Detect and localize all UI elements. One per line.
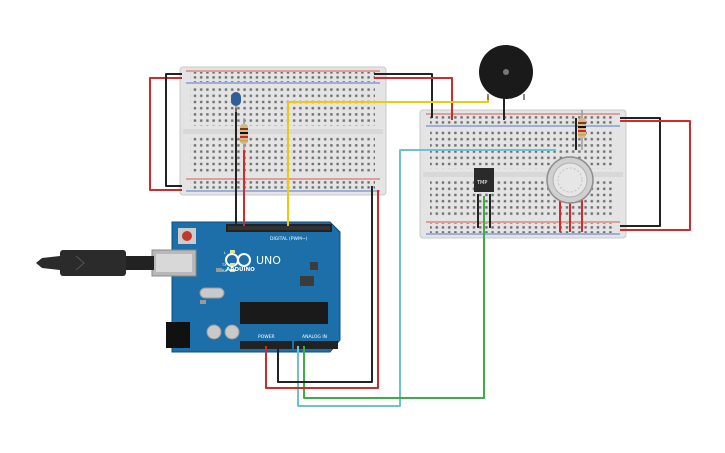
analog-label: ANALOG IN <box>302 334 327 340</box>
breadboard-left[interactable] <box>179 66 387 196</box>
led-label-rx: RX <box>222 269 227 273</box>
resistor-right[interactable] <box>578 110 586 150</box>
wire-black-top-bridge[interactable] <box>374 73 433 118</box>
led-blue[interactable] <box>231 92 241 112</box>
temperature-sensor[interactable]: TMP <box>474 168 494 192</box>
wire-black-left-loop[interactable] <box>165 73 182 187</box>
arduino-uno-board[interactable]: ARDUINO UNO DIGITAL (PWM~) POWER ANALOG … <box>151 221 341 353</box>
wire-black-right-loop[interactable] <box>620 117 661 227</box>
wire-red-top-bridge[interactable] <box>374 77 453 120</box>
led-label-l: L <box>224 251 226 255</box>
wire-cyan-analog[interactable] <box>297 149 556 407</box>
wire-red-right-loop[interactable] <box>620 120 691 231</box>
wire-red-5v[interactable] <box>265 190 379 389</box>
model-label: UNO <box>256 254 281 267</box>
piezo-buzzer[interactable] <box>479 45 533 100</box>
brand-label: ARDUINO <box>226 267 255 273</box>
tx-led <box>230 263 235 266</box>
wire-black-gnd[interactable] <box>277 186 373 383</box>
usb-cable[interactable] <box>36 250 154 276</box>
l-led <box>230 250 235 253</box>
resistor-left[interactable] <box>240 118 248 150</box>
power-label: POWER <box>258 334 275 340</box>
led-label-tx: TX <box>221 263 227 267</box>
gas-sensor[interactable] <box>546 156 594 204</box>
digital-label: DIGITAL (PWM~) <box>270 236 308 242</box>
rx-led <box>230 269 235 272</box>
breadboard-right[interactable] <box>419 109 627 239</box>
wire-green-analog[interactable] <box>303 196 485 399</box>
temp-sensor-label: TMP <box>476 180 487 186</box>
